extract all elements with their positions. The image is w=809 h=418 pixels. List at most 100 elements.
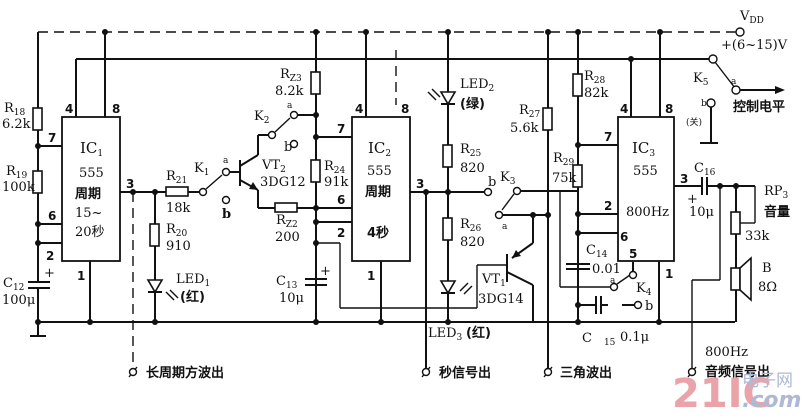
r19-label: R19: [6, 164, 28, 181]
resistor-r25: [442, 144, 453, 168]
r26-label: R26: [460, 217, 482, 234]
resistor-r26: [442, 217, 453, 241]
ic3-pin6: 6: [620, 230, 628, 244]
transistor-vt2: [239, 134, 275, 209]
capacitor-c13: [305, 278, 327, 286]
vdd-terminal: [735, 27, 745, 37]
ic1-pin8: 8: [112, 102, 120, 116]
c15-value: 0.1μ: [620, 330, 649, 345]
ic2-box: [351, 116, 411, 262]
k2-a-label: a: [287, 101, 293, 111]
switch-k2: [267, 110, 316, 149]
resistor-r18: [32, 107, 43, 131]
output-terminal-long-square[interactable]: [128, 366, 138, 378]
resistor-r23: [310, 71, 321, 95]
ic2-pin8: 8: [401, 102, 409, 116]
vt2-model: 3DG12: [260, 175, 306, 190]
k1-a-label: a: [223, 156, 229, 166]
ic1-pin2: 2: [46, 249, 54, 263]
ic3-pin8: 8: [665, 102, 673, 116]
ic2-desc1: 周期: [365, 185, 391, 200]
vdd-rail: [37, 27, 745, 112]
k1-label: K1: [194, 161, 209, 178]
r29-value: 75k: [552, 171, 577, 186]
ic2-pin7: 7: [337, 122, 345, 136]
ic1-desc3: 20秒: [75, 225, 105, 240]
rp3-function: 音量: [764, 204, 790, 220]
ic1-pin6: 6: [48, 209, 56, 223]
ic1-desc2: 15~: [75, 206, 102, 221]
ic2-pin4: 4: [355, 102, 363, 116]
watermark-cn: 电子网: [742, 371, 793, 391]
vt1-model: 3DG14: [478, 292, 524, 307]
r22-value: 200: [275, 230, 300, 245]
r21-label: R21: [166, 169, 187, 186]
speaker-label: B: [762, 261, 772, 276]
ic3-box: [617, 116, 675, 262]
c16-value: 10μ: [689, 205, 714, 220]
resistor-r22: [274, 202, 298, 213]
transistor-vt1: [476, 215, 534, 322]
r24-label: R24: [324, 159, 346, 176]
ic1-pin3: 3: [126, 177, 134, 191]
control-level-label: 控制电平: [733, 99, 785, 115]
potentiometer-rp3: [730, 211, 741, 235]
audio-freq-label: 800Hz: [705, 345, 748, 360]
r21-value: 18k: [166, 201, 191, 216]
ic1-pin4: 4: [65, 102, 73, 116]
ic1-type: 555: [79, 166, 104, 181]
ic1-desc1: 周期: [75, 187, 101, 202]
ic3-pin3: 3: [680, 172, 688, 186]
second-signal-output-label: 秒信号出: [439, 365, 491, 381]
switch-k3: [494, 186, 578, 220]
watermark-brand: 21IC: [672, 371, 772, 417]
k3-a-label: a: [502, 222, 508, 232]
ic3-name: IC3: [632, 139, 655, 159]
r18-value: 6.2k: [2, 117, 31, 132]
k4-b-label: b: [645, 299, 653, 314]
k4-label: K4: [636, 281, 652, 298]
vdd-label: VDD: [739, 9, 764, 26]
k1-b-label: b: [222, 207, 231, 222]
led1-label: LED1: [176, 272, 210, 289]
c12-label: C12: [3, 276, 24, 293]
rp3-label: RP3: [764, 184, 789, 201]
ic3-pin4: 4: [620, 102, 628, 116]
resistor-r20: [149, 223, 160, 247]
ic3-pin5: 5: [629, 247, 637, 261]
ic2-pin3: 3: [416, 177, 424, 191]
audio-output-label: 音频信号出: [705, 364, 770, 380]
ic2-pin2: 2: [337, 226, 345, 240]
resistor-r24: [310, 159, 321, 183]
c16-label: C16: [694, 161, 716, 178]
switch-k5: [700, 61, 785, 144]
led1: [146, 279, 179, 301]
ic3-type: 555: [633, 164, 658, 179]
r23-label: RZ3: [280, 67, 302, 84]
output-terminal-second[interactable]: [421, 366, 431, 378]
ic3-pin2: 2: [604, 199, 612, 213]
led1-color: (红): [180, 289, 205, 305]
rp3-value: 33k: [745, 229, 770, 244]
r27-value: 5.6k: [510, 121, 539, 136]
c12-plus: +: [44, 266, 55, 281]
r25-label: R25: [460, 142, 482, 159]
c14-label: C14: [586, 243, 608, 260]
capacitor-c16: [701, 177, 708, 195]
c14-value: 0.01: [592, 262, 621, 277]
c16-plus: +: [687, 192, 698, 207]
switch-k4: [609, 262, 643, 310]
r28-value: 82k: [584, 86, 609, 101]
k3-b-label: b: [488, 175, 496, 190]
watermark-domain: .com: [742, 388, 801, 413]
r26-value: 820: [460, 235, 485, 250]
speaker-value: 8Ω: [758, 280, 777, 295]
k5-label: K5: [693, 71, 709, 88]
resistor-r21: [165, 186, 189, 197]
r23-value: 8.2k: [275, 84, 304, 99]
output-terminal-triangle[interactable]: [543, 366, 553, 378]
r20-value: 910: [166, 239, 191, 254]
output-terminal-audio[interactable]: [687, 366, 697, 378]
r27-label: R27: [519, 103, 541, 120]
